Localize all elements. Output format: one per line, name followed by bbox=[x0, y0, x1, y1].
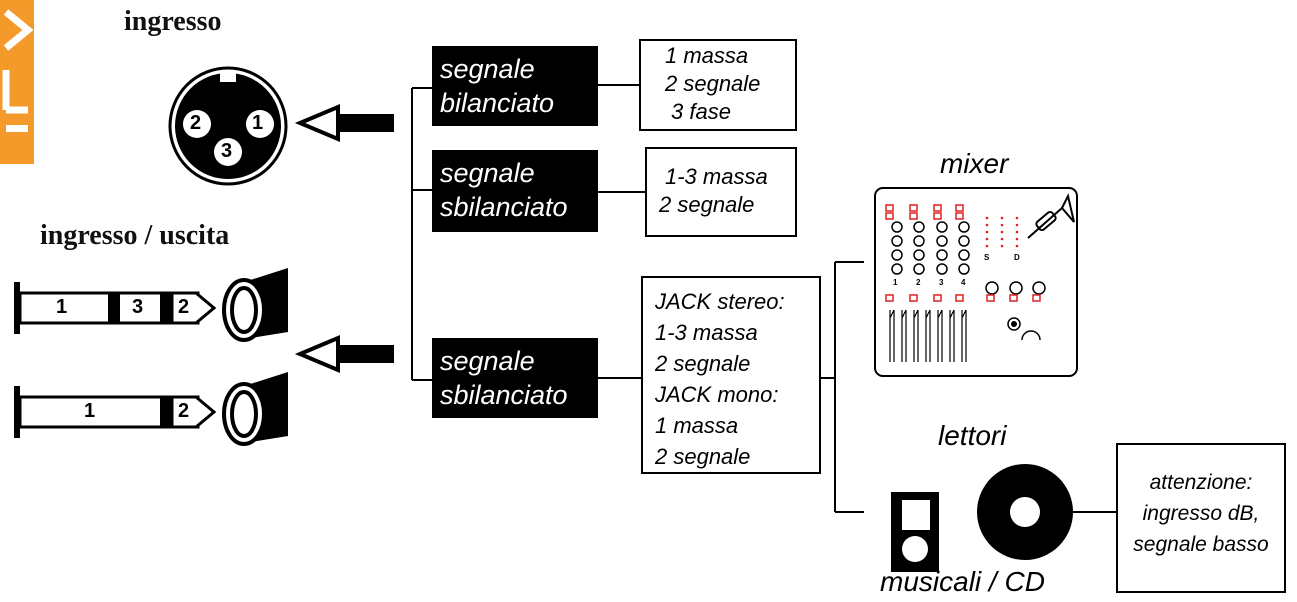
stereo-jack-icon bbox=[14, 268, 288, 342]
mono-pin-1: 1 bbox=[84, 400, 96, 422]
mixer-s-label: S bbox=[984, 253, 990, 262]
mixer-channel-3: 3 bbox=[939, 278, 944, 287]
brand-mark-icon bbox=[2, 9, 34, 132]
mixer-channel-4: 4 bbox=[961, 278, 966, 287]
mixer-channel-2: 2 bbox=[916, 278, 921, 287]
pin-line: 1-3 massa bbox=[655, 320, 758, 345]
stereo-pin-1: 1 bbox=[56, 296, 68, 318]
xlr-pin-2: 2 bbox=[190, 112, 202, 134]
warning-box: attenzione: ingresso dB, segnale basso bbox=[1116, 443, 1286, 593]
arrow-to-jack-icon bbox=[294, 334, 394, 374]
signal-line: sbilanciato bbox=[440, 192, 568, 222]
mixer-label: mixer bbox=[940, 148, 1009, 179]
stereo-pin-3: 3 bbox=[132, 296, 144, 318]
pin-box-jack: JACK stereo: 1-3 massa 2 segnale JACK mo… bbox=[641, 276, 821, 474]
signal-balanced: segnale bilanciato bbox=[432, 46, 598, 126]
mixer-channel-1: 1 bbox=[893, 278, 898, 287]
warning-line: segnale basso bbox=[1133, 533, 1269, 556]
pin-box-balanced: 1 massa 2 segnale 3 fase bbox=[639, 39, 797, 131]
pin-line: 2 segnale bbox=[665, 71, 761, 96]
signal-unbalanced-2: segnale sbilanciato bbox=[432, 338, 598, 418]
pin-line: 2 segnale bbox=[655, 444, 751, 469]
xlr-pin-3: 3 bbox=[221, 140, 233, 162]
mono-jack-icon bbox=[14, 372, 288, 446]
signal-line: segnale bbox=[440, 158, 535, 188]
cd-icon bbox=[977, 464, 1073, 560]
mono-pin-2: 2 bbox=[178, 400, 190, 422]
signal-line: segnale bbox=[440, 54, 535, 84]
pin-line: 2 segnale bbox=[655, 351, 751, 376]
xlr-connector-icon bbox=[168, 66, 288, 186]
xlr-pin-1: 1 bbox=[252, 112, 264, 134]
warning-line: attenzione: bbox=[1149, 471, 1253, 494]
pin-line: 1-3 massa bbox=[665, 164, 768, 189]
mixer-d-label: D bbox=[1014, 253, 1020, 262]
trumpet-icon bbox=[1027, 193, 1075, 239]
players-label: lettori bbox=[938, 420, 1007, 451]
pin-line: JACK stereo: bbox=[655, 289, 785, 314]
pin-line: JACK mono: bbox=[655, 382, 779, 407]
signal-line: segnale bbox=[440, 346, 535, 376]
xlr-label: ingresso bbox=[124, 6, 222, 37]
brand-tab bbox=[0, 0, 34, 164]
signal-line: sbilanciato bbox=[440, 380, 568, 410]
warning-line: ingresso dB, bbox=[1142, 502, 1260, 525]
pin-box-unbalanced: 1-3 massa 2 segnale bbox=[645, 147, 797, 237]
arrow-to-xlr-icon bbox=[294, 103, 394, 143]
pin-line: 3 fase bbox=[671, 99, 731, 124]
jack-label: ingresso / uscita bbox=[40, 220, 230, 251]
stereo-pin-2: 2 bbox=[178, 296, 190, 318]
portable-player-icon bbox=[891, 492, 939, 572]
players-caption: musicali / CD bbox=[880, 566, 1045, 597]
pin-line: 2 segnale bbox=[659, 192, 755, 217]
signal-line: bilanciato bbox=[440, 88, 555, 118]
pin-line: 1 massa bbox=[665, 43, 749, 68]
pin-line: 1 massa bbox=[655, 413, 739, 438]
signal-unbalanced-1: segnale sbilanciato bbox=[432, 150, 598, 232]
mixer-icon bbox=[874, 187, 1078, 377]
